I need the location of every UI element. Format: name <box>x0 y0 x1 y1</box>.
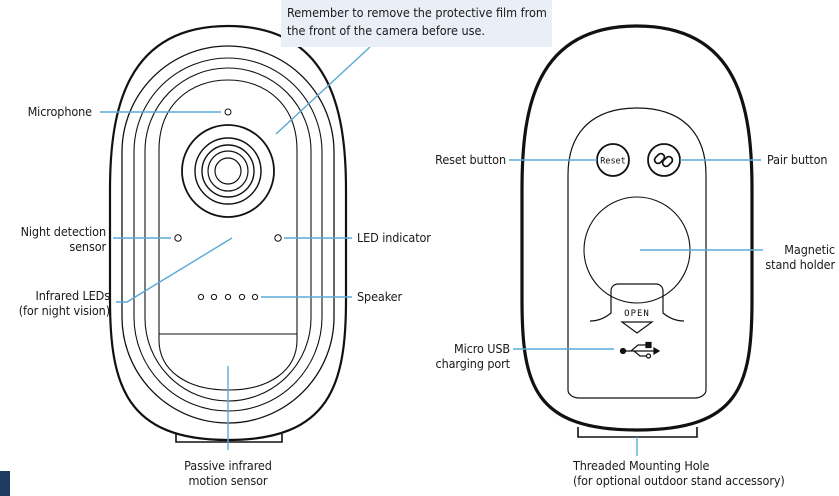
page-corner-tab <box>0 471 10 496</box>
label-magnetic-1: Magnetic <box>784 242 835 257</box>
lens-ring <box>194 137 262 205</box>
label-micro-usb-2: charging port <box>435 356 511 371</box>
label-night-detection: Night detection sensor <box>0 224 107 254</box>
lens-ring-3 <box>207 150 249 192</box>
label-pir-1: Passive infrared <box>184 458 272 473</box>
reset-button-text: Reset <box>600 157 626 167</box>
speaker-hole <box>251 293 259 301</box>
open-tab <box>589 283 685 322</box>
label-pair-button: Pair button <box>767 152 828 167</box>
label-pir: Passive infrared motion sensor <box>168 458 288 488</box>
label-infrared-1: Infrared LEDs <box>35 288 111 303</box>
open-tab-text: OPEN <box>624 309 650 319</box>
open-arrow-icon <box>620 321 654 334</box>
leader-note <box>275 46 371 135</box>
front-base <box>175 434 283 443</box>
microphone-hole <box>224 108 232 116</box>
label-reset-button: Reset button <box>435 152 506 167</box>
speaker-hole <box>210 293 218 301</box>
protective-film-note: Remember to remove the protective film f… <box>281 0 552 47</box>
label-infrared-2: (for night vision) <box>18 303 110 318</box>
front-ring-3 <box>144 67 312 402</box>
speaker-hole <box>224 293 232 301</box>
pair-link-icon <box>653 152 674 168</box>
lens-outer <box>181 124 275 218</box>
usb-icon <box>619 341 661 359</box>
label-night-detection-2: sensor <box>69 239 106 254</box>
note-line-1: Remember to remove the protective film f… <box>287 5 547 20</box>
label-threaded-2: (for optional outdoor stand accessory) <box>573 473 785 488</box>
leader-infrared <box>116 237 233 303</box>
lens-core <box>214 157 242 185</box>
note-line-2: the front of the camera before use. <box>287 23 485 38</box>
night-sensor-dot <box>174 234 182 242</box>
label-threaded-1: Threaded Mounting Hole <box>573 458 710 473</box>
label-micro-usb-1: Micro USB <box>454 341 510 356</box>
label-magnetic-2: stand holder <box>765 257 835 272</box>
label-microphone: Microphone <box>27 104 93 119</box>
label-speaker: Speaker <box>357 289 403 304</box>
leader-lines <box>100 46 763 456</box>
label-threaded-hole: Threaded Mounting Hole (for optional out… <box>573 458 785 488</box>
label-night-detection-1: Night detection <box>20 224 107 239</box>
led-indicator-dot <box>274 234 282 242</box>
back-recess <box>567 107 707 399</box>
lens-ring-2 <box>201 144 255 198</box>
speaker-hole <box>238 293 246 301</box>
back-camera <box>520 24 754 438</box>
label-infrared: Infrared LEDs (for night vision) <box>0 288 110 318</box>
label-led-indicator: LED indicator <box>357 230 431 245</box>
label-micro-usb: Micro USB charging port <box>400 341 511 371</box>
speaker-hole <box>197 293 205 301</box>
label-magnetic-holder: Magnetic stand holder <box>749 242 835 272</box>
label-pir-2: motion sensor <box>188 473 268 488</box>
front-face-panel <box>158 79 298 334</box>
back-shell-outer <box>520 24 754 432</box>
